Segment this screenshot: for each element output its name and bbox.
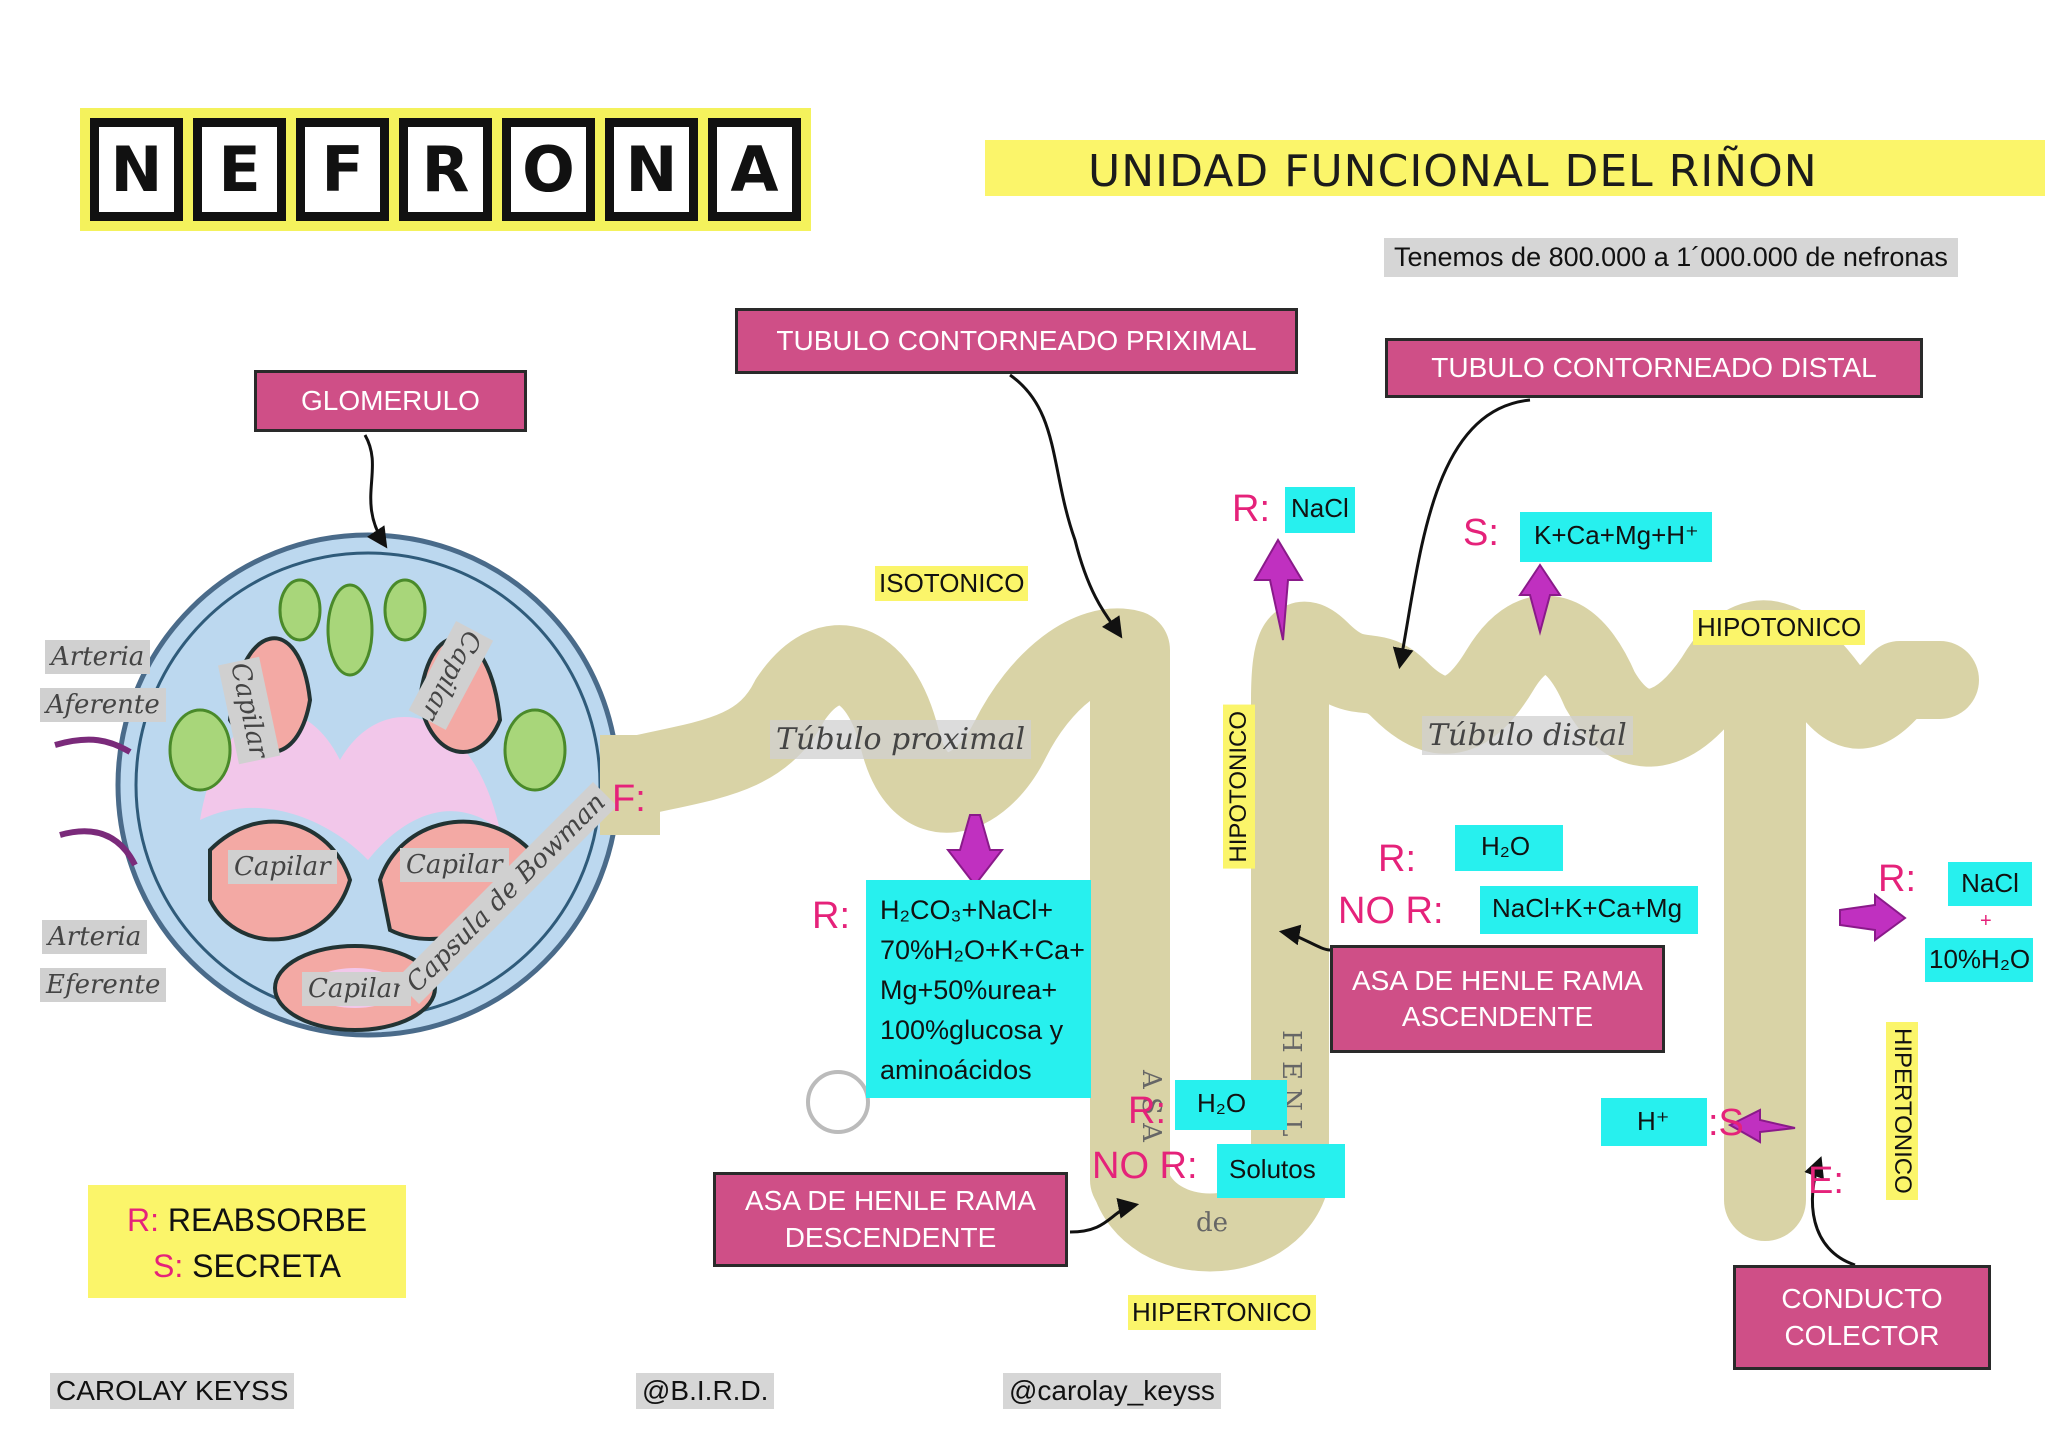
proximal-line: Mg+50%urea+	[880, 975, 1058, 1005]
tubulo-proximal-label: Túbulo proximal	[770, 720, 1032, 759]
label-asa-descendente: ASA DE HENLE RAMA DESCENDENTE	[713, 1172, 1068, 1267]
label-tubulo-proximal: TUBULO CONTORNEADO PRIXIMAL	[735, 308, 1298, 374]
top-r-label: R:	[1232, 488, 1270, 530]
asc-r-value: H₂O	[1455, 825, 1563, 871]
footer-author: CAROLAY KEYSS	[50, 1373, 295, 1409]
arteria-aferente-line2: Aferente	[40, 688, 166, 722]
arteria-eferente-line1: Arteria	[42, 920, 148, 954]
collector-r-value-1: NaCl	[1948, 862, 2032, 906]
collector-s-label: :S	[1708, 1102, 1744, 1144]
capilar-label: Capilar	[302, 972, 411, 1006]
collector-r-value-2: 10%H₂O	[1925, 938, 2033, 982]
capilar-label: Capilar	[400, 848, 509, 882]
filtration-label: F:	[612, 778, 646, 820]
title-letter: R	[399, 118, 492, 221]
proximal-r-label: R:	[812, 895, 850, 937]
label-asa-ascendente: ASA DE HENLE RAMA ASCENDENTE	[1330, 945, 1665, 1053]
asa-letters: A S A	[1136, 1070, 1166, 1142]
legend-r-text: REABSORBE	[167, 1202, 368, 1238]
isotonico-label: ISOTONICO	[875, 566, 1029, 601]
label-conducto-colector: CONDUCTO COLECTOR	[1733, 1265, 1991, 1370]
callout-arrows	[363, 373, 1856, 1267]
top-r-value: NaCl	[1285, 487, 1355, 533]
title-letter: E	[193, 118, 286, 221]
tubule	[580, 595, 1979, 1272]
hipotonico-label: HIPOTONICO	[1693, 610, 1866, 645]
legend-s-key: S:	[153, 1248, 184, 1284]
legend-s-text: SECRETA	[192, 1248, 341, 1284]
proximal-reabsorption-box: H₂CO₃+NaCl+ 70%H₂O+K+Ca+ Mg+50%urea+ 100…	[866, 880, 1091, 1098]
proximal-line: 100%glucosa y	[880, 1015, 1064, 1045]
proximal-line: H₂CO₃+NaCl+	[880, 895, 1054, 925]
title: N E F R O N A	[90, 118, 801, 221]
hipertonico-vertical-label: HIPERTONICO	[1886, 1022, 1918, 1200]
capilar-label: Capilar	[228, 850, 337, 884]
title-letter: N	[90, 118, 183, 221]
label-glomerulo: GLOMERULO	[254, 370, 527, 432]
collector-r-plus: +	[1980, 910, 1992, 932]
proximal-line: 70%H₂O+K+Ca+	[880, 935, 1085, 965]
de-word: de	[1196, 1208, 1229, 1238]
legend-r-key: R:	[126, 1202, 159, 1238]
desc-nor-value: Solutos	[1217, 1144, 1345, 1198]
asc-nor-label: NO R:	[1338, 890, 1444, 932]
hipertonico-label: HIPERTONICO	[1128, 1295, 1316, 1330]
collector-s-value: H⁺	[1601, 1098, 1707, 1146]
empty-circle	[806, 1070, 870, 1134]
footer-handle: @carolay_keyss	[1003, 1373, 1221, 1409]
arteria-eferente-line2: Eferente	[40, 968, 167, 1002]
label-tubulo-distal: TUBULO CONTORNEADO DISTAL	[1385, 338, 1923, 398]
title-letter: F	[296, 118, 389, 221]
desc-r-value: H₂O	[1175, 1080, 1287, 1130]
footer-org: @B.I.R.D.	[636, 1373, 775, 1409]
transport-arrows	[945, 538, 1907, 1144]
title-letter: O	[502, 118, 595, 221]
arteria-aferente-line1: Arteria	[45, 640, 151, 674]
collector-e-label: E:	[1808, 1160, 1844, 1202]
nephron-count-note: Tenemos de 800.000 a 1´000.000 de nefron…	[1384, 238, 1958, 277]
top-s-value: K+Ca+Mg+H⁺	[1520, 512, 1712, 562]
asc-r-label: R:	[1378, 838, 1416, 880]
glomerulus-illustration	[54, 532, 660, 1038]
asc-nor-value: NaCl+K+Ca+Mg	[1480, 886, 1698, 934]
title-letter: N	[605, 118, 698, 221]
top-s-label: S:	[1463, 512, 1499, 554]
subtitle: UNIDAD FUNCIONAL DEL RIÑON	[1088, 146, 1818, 197]
collector-r-label: R:	[1878, 858, 1916, 900]
subtitle-band	[985, 140, 2045, 196]
legend: R: REABSORBE S: SECRETA	[88, 1185, 406, 1298]
hipotonico-vertical-label: HIPOTONICO	[1223, 705, 1255, 869]
proximal-line: aminoácidos	[880, 1055, 1032, 1085]
tubulo-distal-label: Túbulo distal	[1422, 716, 1633, 755]
title-letter: A	[708, 118, 801, 221]
desc-nor-label: NO R:	[1092, 1145, 1198, 1187]
desc-r-label: R:	[1128, 1090, 1166, 1132]
